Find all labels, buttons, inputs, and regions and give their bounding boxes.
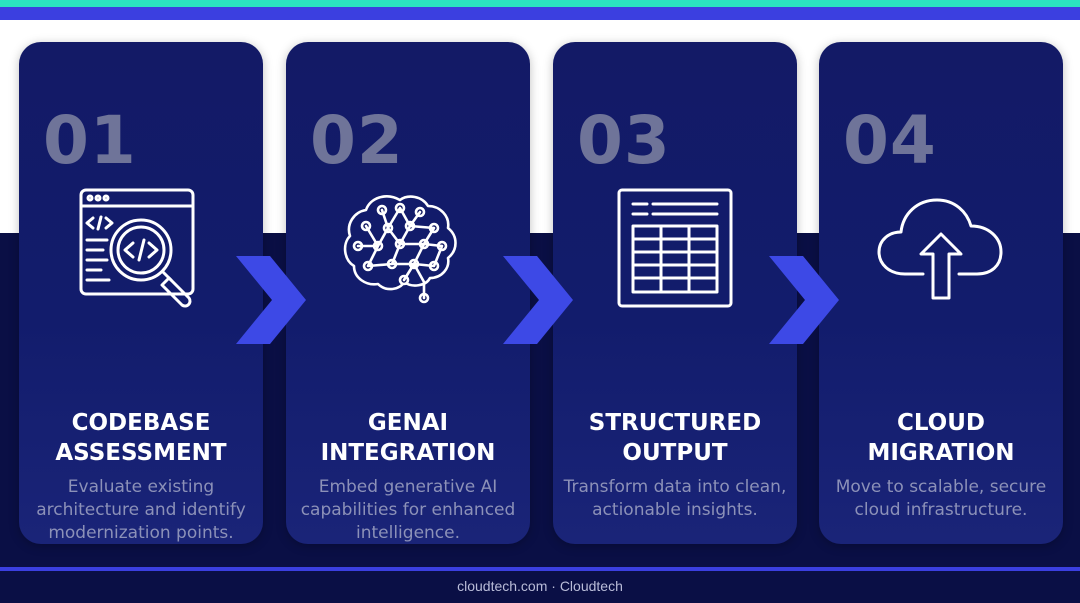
chevron-right-icon xyxy=(769,256,839,344)
step-description: Move to scalable, secure cloud infrastru… xyxy=(835,477,1047,520)
step-title: CODEBASE ASSESSMENT xyxy=(55,410,227,466)
brain-network-icon xyxy=(343,195,457,304)
step-title: CLOUD MIGRATION xyxy=(867,410,1015,466)
step-number: 04 xyxy=(843,102,937,179)
footer-divider xyxy=(0,567,1080,571)
chevron-right-icon xyxy=(236,256,306,344)
cloud-upload-icon xyxy=(877,198,1003,300)
footer-credit: cloudtech.com · Cloudtech xyxy=(457,578,623,594)
structured-table-icon xyxy=(617,188,733,308)
step-description: Transform data into clean, actionable in… xyxy=(563,477,787,520)
step-description: Evaluate existing architecture and ident… xyxy=(36,477,246,543)
step-description: Embed generative AI capabilities for enh… xyxy=(300,477,516,543)
step-card-structured-output: 03 STRUCTURED OUTPUT Transform data into… xyxy=(553,42,797,544)
top-blue-band xyxy=(0,7,1080,20)
step-number: 01 xyxy=(43,102,137,179)
step-card-genai-integration: 02 GENAI INTEGRATION Embed generative AI… xyxy=(286,42,530,544)
code-search-icon xyxy=(79,188,195,308)
step-number: 03 xyxy=(577,102,671,179)
step-card-codebase-assessment: 01 CODEBASE ASSESSMENT Evaluate existing… xyxy=(19,42,263,544)
step-card-cloud-migration: 04 CLOUD MIGRATION Move to scalable, sec… xyxy=(819,42,1063,544)
step-number: 02 xyxy=(310,102,404,179)
step-title: STRUCTURED OUTPUT xyxy=(588,410,762,466)
step-title: GENAI INTEGRATION xyxy=(320,410,496,466)
top-accent-band xyxy=(0,0,1080,7)
chevron-right-icon xyxy=(503,256,573,344)
